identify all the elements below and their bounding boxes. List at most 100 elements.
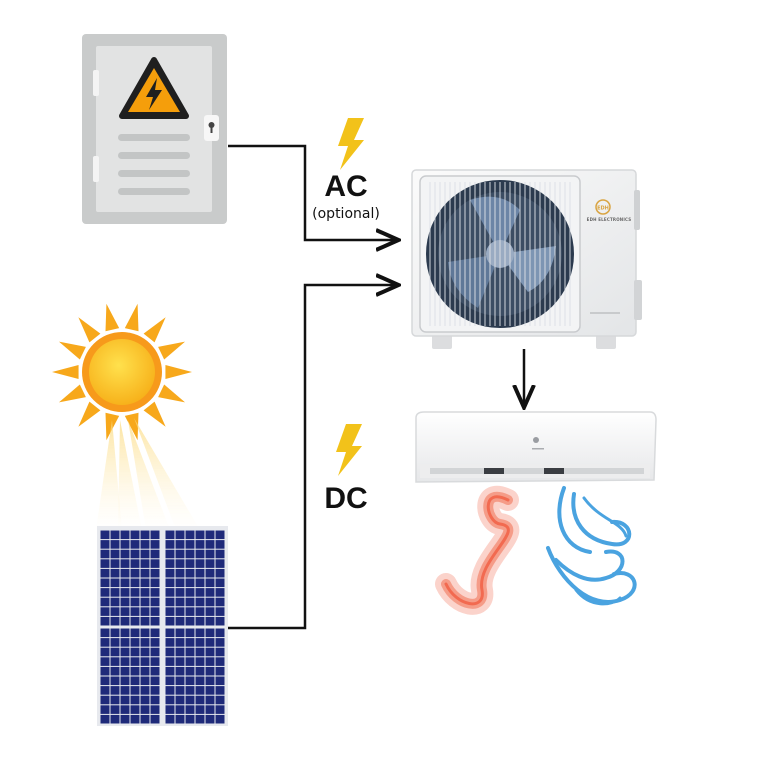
indoor-ac-unit-icon <box>415 411 657 483</box>
solar-cell <box>130 705 140 714</box>
solar-cell <box>130 628 140 638</box>
solar-cell <box>205 714 215 724</box>
solar-cell <box>120 588 130 597</box>
solar-cell <box>150 568 160 578</box>
solar-cell <box>215 695 225 705</box>
solar-cell <box>140 578 150 588</box>
solar-cell <box>215 549 225 559</box>
solar-cell <box>100 607 110 616</box>
warm-air-icon <box>435 485 520 615</box>
solar-cell <box>185 666 195 676</box>
ac-optional-label: (optional) <box>312 206 380 222</box>
solar-cell <box>165 647 175 657</box>
solar-cell <box>195 530 205 540</box>
solar-cell <box>130 657 140 666</box>
solar-cell <box>205 559 215 568</box>
solar-cell <box>185 657 195 666</box>
solar-cell <box>130 540 140 549</box>
high-voltage-warning-icon <box>119 57 189 119</box>
solar-cell <box>205 616 215 626</box>
solar-cell <box>110 676 120 686</box>
solar-cell <box>150 616 160 626</box>
solar-cell <box>175 540 185 549</box>
solar-cell <box>215 588 225 597</box>
sun-beams <box>96 418 200 530</box>
solar-cell <box>130 597 140 607</box>
solar-cell <box>150 647 160 657</box>
solar-cell <box>195 540 205 549</box>
solar-cell <box>110 559 120 568</box>
solar-cell <box>150 666 160 676</box>
solar-cell <box>120 638 130 647</box>
solar-cell <box>120 559 130 568</box>
solar-cell <box>205 676 215 686</box>
lightning-bolt-icon <box>338 118 364 170</box>
solar-cell <box>140 540 150 549</box>
solar-cell <box>185 616 195 626</box>
solar-cell <box>150 695 160 705</box>
solar-cell <box>175 628 185 638</box>
cool-air-icon <box>546 486 637 606</box>
solar-cell <box>195 695 205 705</box>
outdoor-ac-unit-icon: EDH <box>411 169 642 349</box>
solar-cell <box>120 628 130 638</box>
solar-cell <box>175 578 185 588</box>
solar-cell <box>110 607 120 616</box>
solar-cell <box>185 638 195 647</box>
solar-cell <box>175 559 185 568</box>
sun-ray <box>52 364 79 380</box>
solar-cell <box>185 686 195 695</box>
solar-cell <box>165 695 175 705</box>
solar-cell <box>130 559 140 568</box>
solar-cell <box>100 657 110 666</box>
solar-cell <box>100 695 110 705</box>
solar-cell <box>195 676 205 686</box>
solar-cell <box>185 597 195 607</box>
solar-cell <box>205 530 215 540</box>
solar-cell <box>175 530 185 540</box>
sun-ray <box>158 384 186 403</box>
solar-cell <box>150 530 160 540</box>
solar-cell <box>130 607 140 616</box>
solar-cell <box>165 549 175 559</box>
solar-cell <box>150 628 160 638</box>
solar-cell <box>100 714 110 724</box>
solar-cell <box>165 676 175 686</box>
solar-cell <box>110 657 120 666</box>
solar-cell <box>140 549 150 559</box>
solar-cell <box>205 540 215 549</box>
solar-cell <box>205 549 215 559</box>
solar-cell <box>215 607 225 616</box>
solar-cell <box>185 568 195 578</box>
solar-cell <box>130 714 140 724</box>
solar-cell <box>120 540 130 549</box>
solar-cell <box>215 657 225 666</box>
solar-cell <box>140 616 150 626</box>
solar-cell <box>120 530 130 540</box>
solar-cell <box>185 714 195 724</box>
solar-cell <box>165 588 175 597</box>
solar-cell <box>185 588 195 597</box>
solar-cell <box>165 666 175 676</box>
solar-cell <box>195 714 205 724</box>
solar-cell <box>120 607 130 616</box>
solar-cell <box>140 666 150 676</box>
solar-cell <box>185 540 195 549</box>
solar-cell <box>215 559 225 568</box>
solar-cell <box>185 607 195 616</box>
solar-cell <box>195 549 205 559</box>
solar-cell <box>215 676 225 686</box>
solar-cell <box>195 666 205 676</box>
solar-cell <box>195 559 205 568</box>
solar-cell <box>130 616 140 626</box>
solar-cell <box>165 705 175 714</box>
sun-ray <box>143 401 166 427</box>
solar-cell <box>175 657 185 666</box>
solar-cell <box>120 647 130 657</box>
solar-cell <box>205 647 215 657</box>
sun-ray <box>78 317 101 343</box>
solar-cell <box>175 705 185 714</box>
solar-cell <box>165 714 175 724</box>
solar-cell <box>215 638 225 647</box>
